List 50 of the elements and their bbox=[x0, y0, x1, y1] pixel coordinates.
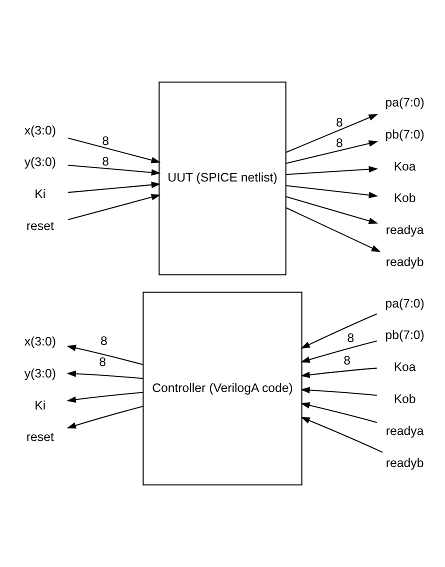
node-text: pa(7:0) bbox=[385, 95, 424, 110]
node-text: y(3:0) bbox=[24, 155, 56, 170]
edge-label: 8 bbox=[347, 330, 354, 345]
arrow bbox=[300, 386, 377, 396]
arrow bbox=[286, 114, 378, 153]
node-text: x(3:0) bbox=[24, 123, 56, 138]
arrow bbox=[286, 140, 378, 164]
node-text: reset bbox=[26, 430, 54, 444]
node-text: pb(7:0) bbox=[385, 127, 424, 142]
arrow bbox=[68, 164, 161, 176]
node-text: Kob bbox=[394, 191, 416, 206]
arrow bbox=[286, 185, 378, 198]
edge-label: 8 bbox=[336, 136, 343, 150]
arrow bbox=[66, 406, 144, 429]
arrow bbox=[66, 370, 144, 379]
node-text: reset bbox=[26, 219, 54, 234]
arrow bbox=[300, 340, 377, 363]
edge-label: 8 bbox=[102, 134, 110, 148]
arrow bbox=[68, 138, 161, 164]
arrow bbox=[300, 368, 377, 378]
node-text: x(3:0) bbox=[24, 334, 56, 348]
node-text: Kob bbox=[394, 392, 416, 406]
node-box: UUT (SPICE netlist) bbox=[158, 82, 286, 276]
edge-label: 8 bbox=[102, 154, 110, 169]
node-text: readyb bbox=[386, 456, 424, 470]
node-text: readya bbox=[386, 223, 424, 238]
arrow bbox=[286, 166, 378, 175]
node-text: Koa bbox=[394, 360, 416, 374]
arrow bbox=[66, 392, 144, 403]
node-text: readya bbox=[386, 424, 424, 438]
arrow bbox=[68, 182, 161, 193]
arrow bbox=[300, 416, 383, 453]
node-text: Ki bbox=[34, 398, 46, 412]
node-text: Koa bbox=[394, 159, 416, 174]
arrow bbox=[286, 207, 381, 252]
edge-label: 8 bbox=[99, 354, 106, 369]
arrow bbox=[68, 194, 161, 220]
arrow bbox=[300, 402, 377, 424]
edge-label: 8 bbox=[344, 354, 351, 368]
node-text: readyb bbox=[386, 255, 424, 270]
node-text: Ki bbox=[34, 187, 46, 202]
node-text: y(3:0) bbox=[24, 366, 56, 380]
arrow bbox=[300, 313, 378, 349]
edge-label: 8 bbox=[100, 334, 108, 348]
edge-label: 8 bbox=[336, 116, 343, 130]
node-text: pa(7:0) bbox=[385, 296, 424, 310]
arrow bbox=[286, 196, 378, 224]
node-box: Controller (VerilogA code) bbox=[142, 292, 302, 486]
arrow bbox=[66, 344, 144, 366]
node-text: pb(7:0) bbox=[385, 328, 424, 342]
